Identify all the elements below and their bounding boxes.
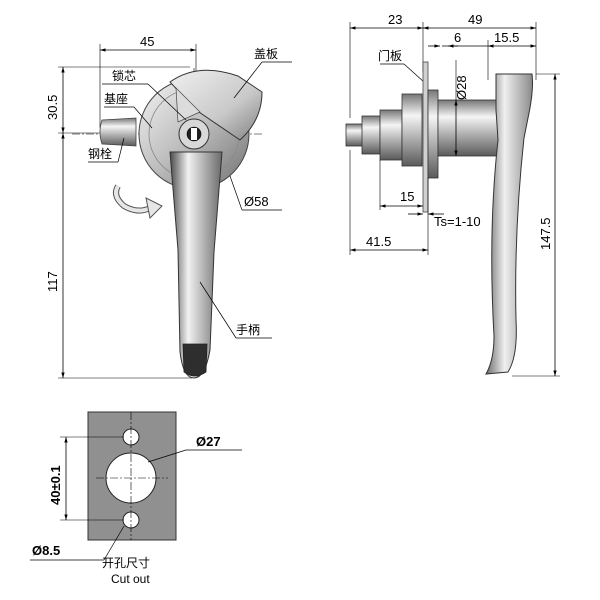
dim-dia-8-5: Ø8.5 <box>32 543 60 558</box>
rotate-arrow-icon <box>113 184 163 220</box>
lock-body-cylinder <box>437 99 499 157</box>
dim-147-5: 147.5 <box>538 217 553 250</box>
cutout-view: 40±0.1 Ø27 Ø8.5 开孔尺寸 Cut out <box>30 411 242 586</box>
dim-dia-27: Ø27 <box>196 434 221 449</box>
front-view: 45 30.5 117 盖 <box>45 34 292 379</box>
dim-23: 23 <box>388 12 402 27</box>
dim-dia-28: Ø28 <box>454 75 469 100</box>
dim-15-5: 15.5 <box>494 30 519 45</box>
label-door-panel: 门板 <box>378 48 402 63</box>
label-cover-plate: 盖板 <box>254 47 278 61</box>
dim-dia-58: Ø58 <box>244 194 269 209</box>
dim-30-5: 30.5 <box>45 95 60 120</box>
handle-shape <box>169 151 223 379</box>
side-handle-shape <box>485 73 533 375</box>
cover-plate-shape <box>169 69 263 141</box>
label-steel-bolt: 钢栓 <box>88 146 112 161</box>
dim-ts: Ts=1-10 <box>434 214 481 229</box>
dim-15: 15 <box>400 189 414 204</box>
dim-41-5: 41.5 <box>366 234 391 249</box>
dim-6: 6 <box>454 30 461 45</box>
label-handle: 手柄 <box>236 323 260 337</box>
steel-bolt-shape <box>99 117 137 147</box>
label-base: 基座 <box>104 91 128 106</box>
door-panel-shape <box>422 61 429 213</box>
dim-49: 49 <box>468 12 482 27</box>
dim-45: 45 <box>140 34 154 49</box>
cutout-title-en: Cut out <box>111 572 150 586</box>
cutout-title-cn: 开孔尺寸 <box>102 556 150 570</box>
dim-117: 117 <box>45 271 60 292</box>
dim-40: 40±0.1 <box>48 465 63 505</box>
side-view: 23 49 6 15.5 门板 Ø28 147.5 <box>345 12 560 377</box>
label-lock-core: 锁芯 <box>112 68 136 83</box>
